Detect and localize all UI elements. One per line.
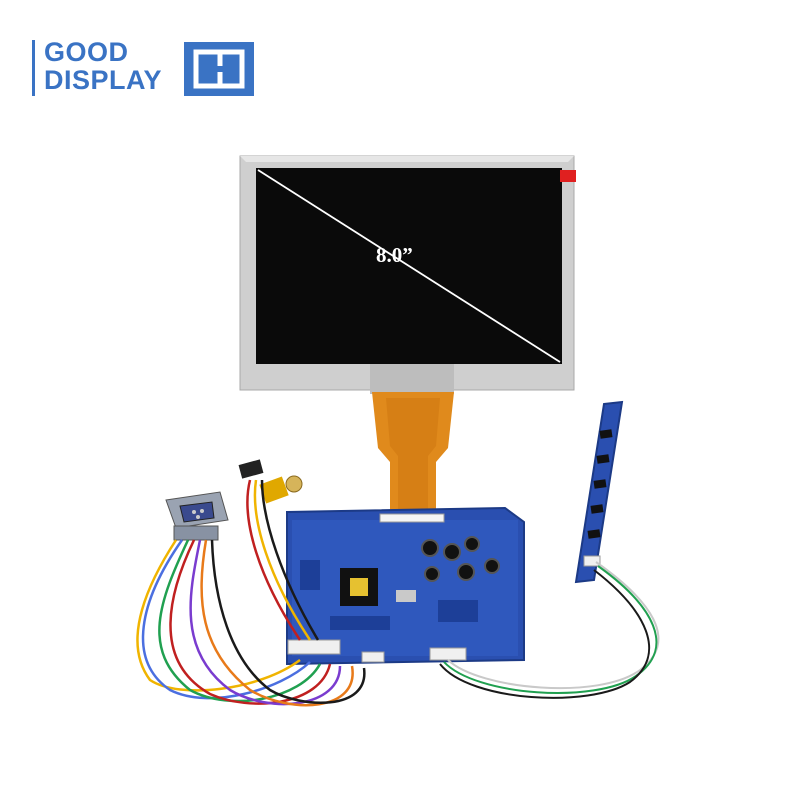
brand-accent-bar bbox=[32, 40, 35, 96]
lcd-module bbox=[239, 155, 576, 394]
wire-harness bbox=[136, 479, 366, 707]
keypad-connector bbox=[429, 647, 467, 661]
screen-size-label: 8.0” bbox=[376, 243, 413, 267]
vga-connector bbox=[165, 491, 229, 541]
keypad-board bbox=[574, 400, 624, 584]
keypad-cable bbox=[439, 561, 660, 699]
driver-board bbox=[286, 506, 525, 666]
protective-film-tab bbox=[560, 170, 576, 182]
brand-word-display: DISPLAY bbox=[44, 65, 163, 95]
brand-word-good: GOOD bbox=[44, 37, 129, 67]
vga-header-connector bbox=[287, 639, 341, 655]
av-connectors bbox=[238, 459, 303, 504]
brand-logo-text: GOOD DISPLAY bbox=[32, 38, 182, 98]
diagonal-line bbox=[257, 169, 561, 363]
good-display-mark-icon bbox=[184, 42, 254, 96]
flex-connector-base bbox=[370, 364, 454, 394]
flex-cable bbox=[372, 392, 454, 522]
